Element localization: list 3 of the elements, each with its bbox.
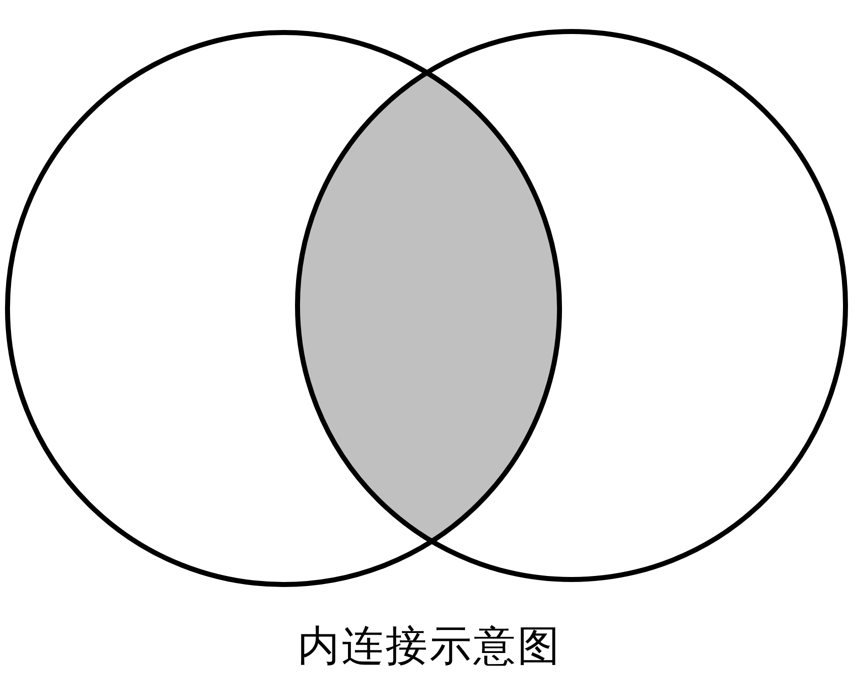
set-circle — [4, 30, 562, 586]
caption: 内连接示意图 — [298, 621, 562, 670]
set-circle — [294, 28, 848, 582]
